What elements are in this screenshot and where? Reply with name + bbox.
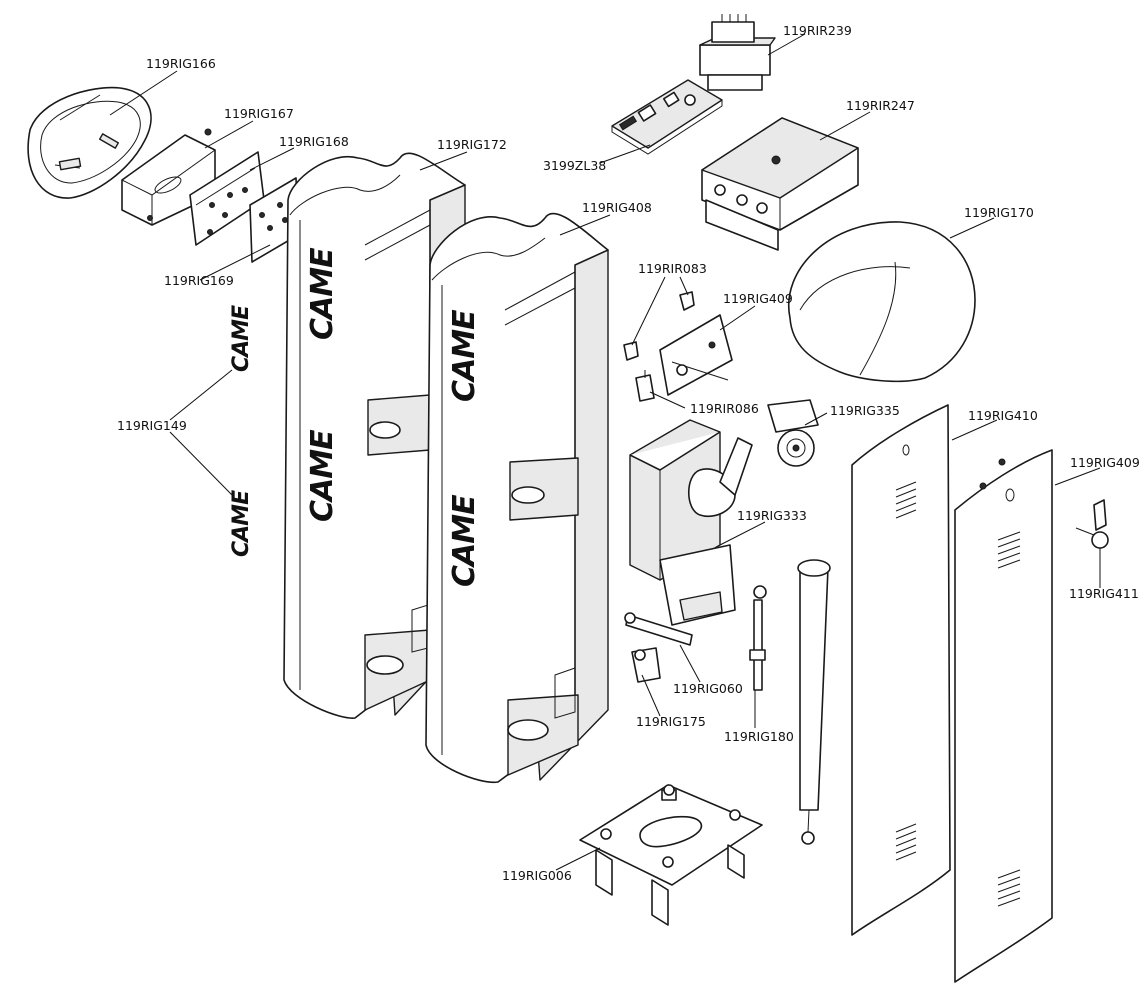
part-119RIG333-gear-motor[interactable] xyxy=(629,419,753,626)
label-119RIG410: 119RIG410 xyxy=(968,408,1038,423)
part-119RIG180-tie-rod[interactable] xyxy=(749,585,767,691)
label-119RIG006: 119RIG006 xyxy=(502,868,572,883)
logo-column1-lower: CAME xyxy=(305,429,340,522)
label-119RIG408: 119RIG408 xyxy=(582,200,652,215)
label-3199ZL38: 3199ZL38 xyxy=(543,158,606,173)
label-119RIR083: 119RIR083 xyxy=(638,261,707,276)
label-119RIR247: 119RIR247 xyxy=(846,98,915,113)
label-119RIR086: 119RIR086 xyxy=(690,401,759,416)
label-119RIG180: 119RIG180 xyxy=(724,729,794,744)
part-119RIR247-control-box[interactable] xyxy=(701,117,859,251)
label-119RIG172: 119RIG172 xyxy=(437,137,507,152)
logo-column2-upper: CAME xyxy=(447,309,482,402)
part-119RIG408-column[interactable]: CAME CAME xyxy=(425,212,609,784)
logo-decal-upper: CAME xyxy=(229,305,254,372)
label-119RIR239: 119RIR239 xyxy=(783,23,852,38)
label-119RIG060: 119RIG060 xyxy=(673,681,743,696)
rear-door-panel[interactable] xyxy=(954,449,1053,983)
label-119RIG409-lower: 119RIG409 xyxy=(1070,455,1140,470)
logo-decal-lower: CAME xyxy=(229,490,254,557)
part-119RIG166-oval-cap[interactable] xyxy=(27,86,152,199)
part-119RIG170-dome-cover[interactable] xyxy=(787,221,976,383)
label-119RIG335: 119RIG335 xyxy=(830,403,900,418)
part-119RIG175-stop[interactable] xyxy=(631,647,661,683)
label-119RIG166: 119RIG166 xyxy=(146,56,216,71)
label-119RIG167: 119RIG167 xyxy=(224,106,294,121)
part-3199ZL38-control-board[interactable] xyxy=(611,79,723,155)
part-119RIR086-limit-switch[interactable] xyxy=(635,370,655,402)
label-119RIG168: 119RIG168 xyxy=(279,134,349,149)
part-119RIG006-anchor-plate[interactable] xyxy=(579,784,763,926)
part-119RIR239-transformer[interactable] xyxy=(699,14,776,91)
part-119RIG411-lock[interactable] xyxy=(1075,499,1109,549)
balance-spring[interactable] xyxy=(797,559,831,845)
label-119RIG411: 119RIG411 xyxy=(1069,586,1139,601)
part-119RIG335-encoder-bracket[interactable] xyxy=(767,399,819,467)
part-119RIR083-clips[interactable] xyxy=(623,291,695,361)
label-119RIG149: 119RIG149 xyxy=(117,418,187,433)
label-119RIG170: 119RIG170 xyxy=(964,205,1034,220)
part-119RIG410-door-panel[interactable] xyxy=(851,404,951,936)
label-119RIG409-upper: 119RIG409 xyxy=(723,291,793,306)
label-119RIG333: 119RIG333 xyxy=(737,508,807,523)
part-119RIG409-switch-plate[interactable] xyxy=(659,314,733,396)
label-119RIG169: 119RIG169 xyxy=(164,273,234,288)
logo-column2-lower: CAME xyxy=(447,494,482,587)
label-119RIG175: 119RIG175 xyxy=(636,714,706,729)
logo-column1-upper: CAME xyxy=(305,247,340,340)
part-119RIG060-shaft[interactable] xyxy=(624,612,693,646)
part-119RIG149-logo-decals[interactable]: CAME CAME xyxy=(229,305,255,558)
leader-lines xyxy=(109,33,1101,871)
part-labels: 119RIG166 119RIG167 119RIG168 119RIG169 … xyxy=(117,23,1140,883)
